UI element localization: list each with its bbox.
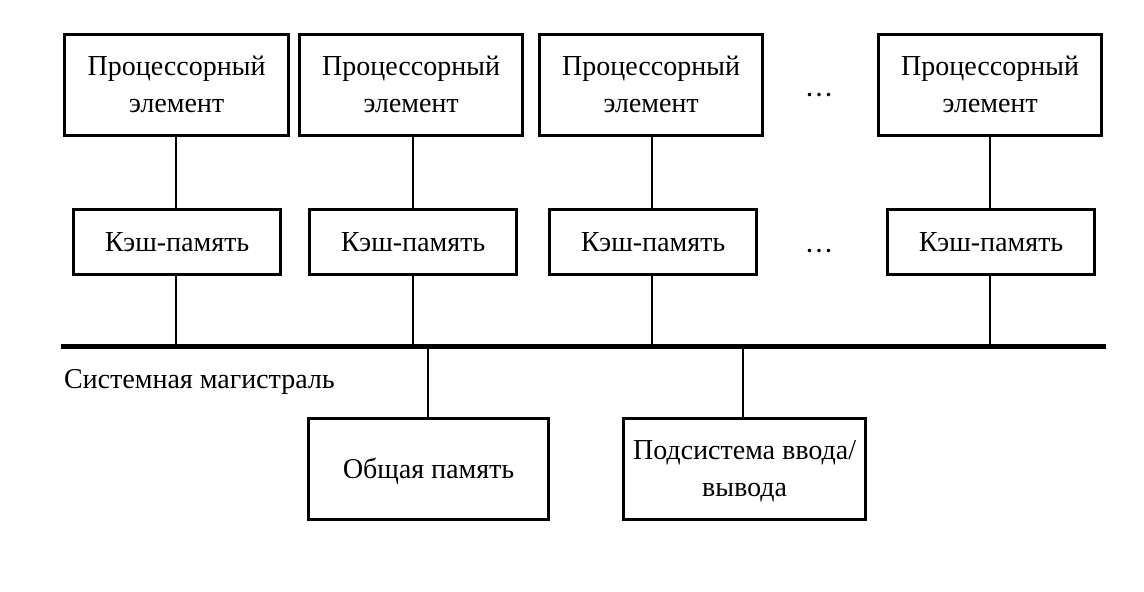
processor-element-box-1: Процессорный элемент	[63, 33, 290, 137]
cache2-bus-connector	[412, 276, 414, 344]
cache-row-ellipsis: ...	[805, 226, 835, 259]
shared-memory-box: Общая память	[307, 417, 550, 521]
processor-element-box-4: Процессорный элемент	[877, 33, 1103, 137]
processor-row-ellipsis: ...	[805, 70, 835, 103]
bus-io-subsystem-connector	[742, 349, 744, 418]
cache-label-2: Кэш-память	[340, 226, 486, 258]
cache-label-3: Кэш-память	[580, 226, 726, 258]
io-subsystem-box: Подсистема ввода/вывода	[622, 417, 867, 521]
cache-box-4: Кэш-память	[886, 208, 1096, 276]
pe4-cache4-connector	[989, 137, 991, 208]
processor-element-label-2: Процессорный элемент	[322, 51, 500, 119]
cache-box-1: Кэш-память	[72, 208, 282, 276]
pe3-cache3-connector	[651, 137, 653, 208]
processor-element-label-3: Процессорный элемент	[562, 51, 740, 119]
cache-label-4: Кэш-память	[918, 226, 1064, 258]
processor-element-label-1: Процессорный элемент	[87, 51, 266, 119]
cache4-bus-connector	[989, 276, 991, 344]
system-bus-line	[61, 344, 1106, 349]
bus-shared-memory-connector	[427, 349, 429, 418]
cache-label-1: Кэш-память	[104, 226, 250, 258]
io-subsystem-label: Подсистема ввода/вывода	[632, 435, 856, 503]
processor-element-label-4: Процессорный элемент	[901, 51, 1079, 119]
cache1-bus-connector	[175, 276, 177, 344]
system-bus-label: Системная магистраль	[64, 364, 335, 395]
shared-memory-label: Общая память	[342, 453, 515, 485]
processor-element-box-3: Процессорный элемент	[538, 33, 764, 137]
processor-element-box-2: Процессорный элемент	[298, 33, 524, 137]
cache3-bus-connector	[651, 276, 653, 344]
cache-box-2: Кэш-память	[308, 208, 518, 276]
pe1-cache1-connector	[175, 137, 177, 208]
cache-box-3: Кэш-память	[548, 208, 758, 276]
pe2-cache2-connector	[412, 137, 414, 208]
